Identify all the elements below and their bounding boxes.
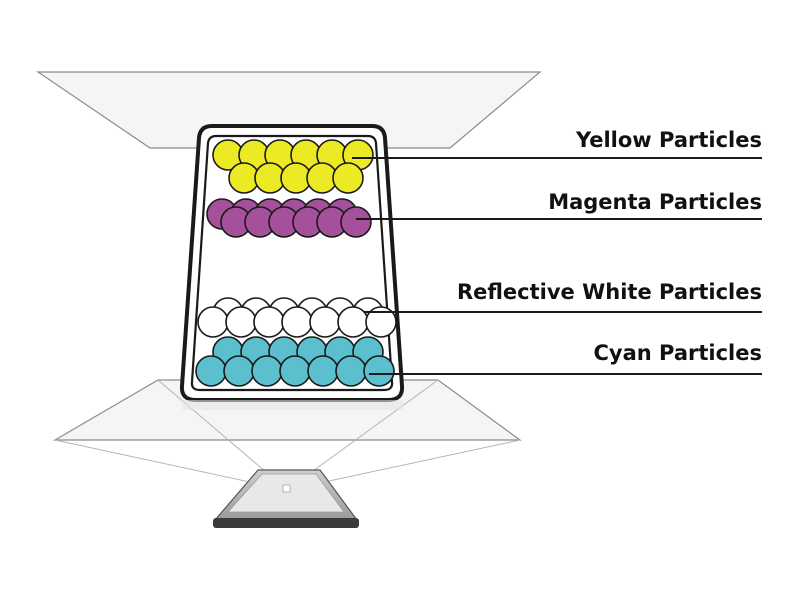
magenta-particles: [206, 198, 372, 238]
white-particle: [365, 306, 397, 338]
label-cyan-particles: Cyan Particles: [593, 341, 762, 365]
white-particle: [281, 306, 313, 338]
white-particle: [197, 306, 229, 338]
top-panel: [36, 71, 542, 149]
white-particles: [197, 297, 397, 338]
white-particle: [337, 306, 369, 338]
label-reflective-white-particles: Reflective White Particles: [457, 280, 762, 304]
cyan-particles: [195, 336, 395, 387]
magenta-particle: [340, 206, 372, 238]
yellow-particles: [212, 139, 374, 194]
cyan-particle: [223, 355, 255, 387]
leader-lines: [352, 157, 762, 375]
white-particle: [309, 306, 341, 338]
cyan-particle: [307, 355, 339, 387]
cyan-particle: [363, 355, 395, 387]
cyan-particle: [195, 355, 227, 387]
white-particle: [253, 306, 285, 338]
label-magenta-particles: Magenta Particles: [548, 190, 762, 214]
label-yellow-particles: Yellow Particles: [575, 128, 762, 152]
cyan-particle: [279, 355, 311, 387]
yellow-particle: [332, 162, 364, 194]
cyan-particle: [335, 355, 367, 387]
white-particle: [225, 306, 257, 338]
cyan-particle: [251, 355, 283, 387]
base-device: [213, 469, 359, 528]
